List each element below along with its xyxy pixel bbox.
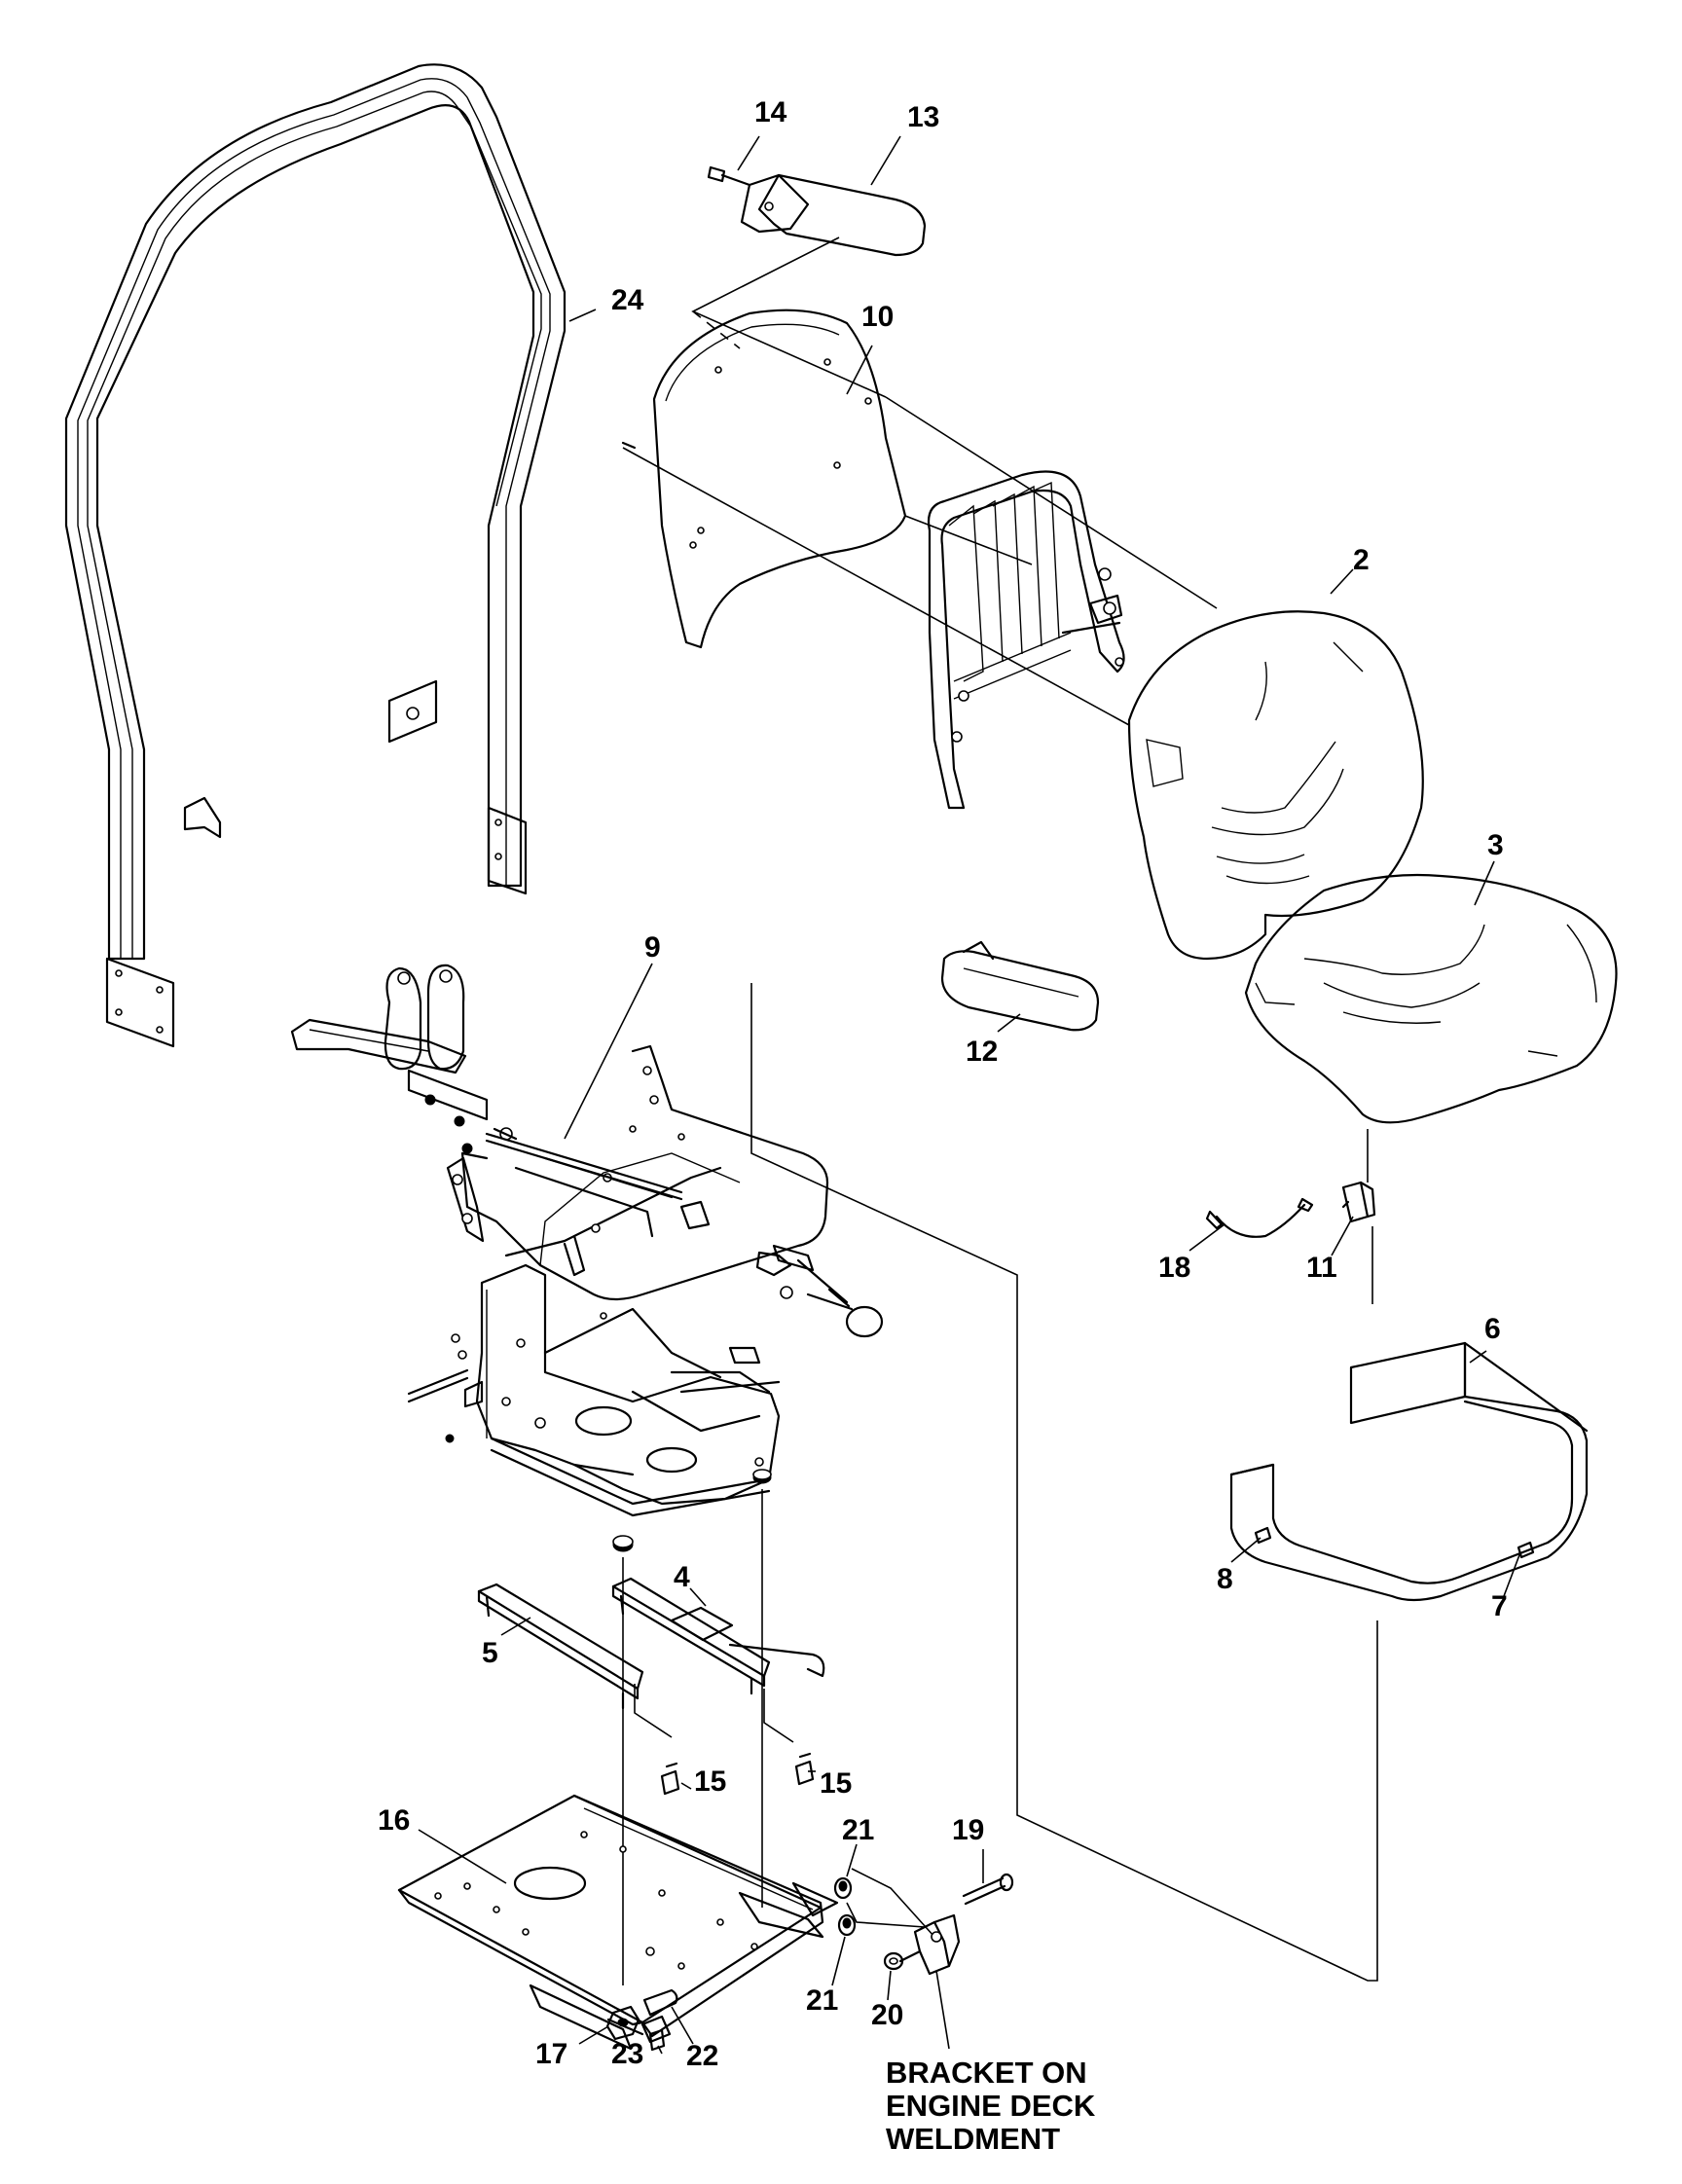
callout-19: 19 — [952, 1814, 984, 1846]
callout-6: 6 — [1484, 1313, 1501, 1345]
callout-10: 10 — [861, 301, 894, 333]
clip-22 — [642, 1988, 678, 2017]
callout-7: 7 — [1491, 1590, 1508, 1622]
callout-14: 14 — [754, 96, 787, 128]
callout-15-left: 15 — [694, 1765, 726, 1798]
callout-leaders — [418, 135, 1521, 2055]
bracket-note: BRACKET ON ENGINE DECK WELDMENT — [886, 2056, 1096, 2156]
rops-roll-bar — [64, 63, 567, 1048]
slide-rail-left — [477, 1583, 644, 1710]
armrest-upper — [740, 173, 927, 257]
callout-2: 2 — [1353, 544, 1370, 576]
seat-suspension-lower — [407, 1263, 781, 1552]
callout-4: 4 — [674, 1561, 690, 1593]
alignment-lines-lower — [622, 983, 1378, 1985]
bolt-14 — [707, 165, 751, 187]
screw-23 — [648, 2028, 666, 2052]
callout-labels: 2 3 4 5 6 7 8 9 10 11 12 13 14 15 15 16 … — [378, 96, 1508, 2072]
callout-16: 16 — [378, 1804, 410, 1837]
note-line-1: BRACKET ON — [886, 2056, 1087, 2090]
callout-15-right: 15 — [820, 1767, 852, 1800]
note-line-3: WELDMENT — [886, 2122, 1060, 2156]
callout-24: 24 — [611, 284, 644, 316]
engine-deck-bracket — [898, 1913, 961, 1976]
screw-15-left — [660, 1762, 680, 1796]
callout-21-upper: 21 — [842, 1814, 874, 1846]
seat-back-cushion — [1127, 610, 1424, 961]
screw-15-right — [794, 1752, 815, 1786]
base-plate — [397, 1794, 839, 2051]
bushing-21-lower — [837, 1913, 857, 1937]
callout-13: 13 — [907, 101, 939, 133]
note-line-2: ENGINE DECK — [886, 2089, 1096, 2123]
slide-rail-right — [611, 1577, 825, 1695]
callout-23: 23 — [611, 2038, 643, 2070]
seat-pan — [1229, 1341, 1589, 1602]
seat-back-cover — [621, 309, 907, 649]
callout-12: 12 — [966, 1036, 998, 1068]
callout-21-lower: 21 — [806, 1984, 838, 2017]
callout-22: 22 — [686, 2040, 718, 2072]
washer-20 — [883, 1951, 904, 1971]
seat-suspension-upper — [290, 964, 884, 1338]
seat-cushion — [1244, 873, 1618, 1124]
seat-back-frame — [927, 470, 1125, 810]
callout-9: 9 — [644, 931, 661, 964]
seat-switch — [1341, 1181, 1376, 1223]
callout-8: 8 — [1217, 1563, 1233, 1595]
callout-3: 3 — [1487, 829, 1504, 861]
armrest-lower — [940, 940, 1100, 1032]
pin-19 — [962, 1873, 1014, 1906]
callout-17: 17 — [535, 2038, 567, 2070]
alignment-lines-upper — [622, 237, 1218, 726]
bushing-21-upper — [833, 1876, 853, 1900]
callout-18: 18 — [1158, 1252, 1190, 1284]
callout-20: 20 — [871, 1999, 903, 2031]
callout-11: 11 — [1306, 1252, 1337, 1284]
callout-5: 5 — [482, 1637, 498, 1669]
wire-harness — [1205, 1197, 1314, 1238]
